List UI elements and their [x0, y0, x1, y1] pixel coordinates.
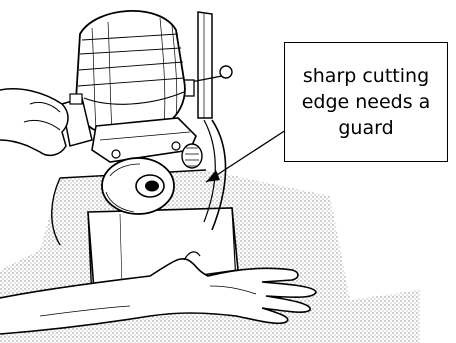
operator-hand	[0, 88, 69, 157]
callout-line-2: edge needs a	[301, 91, 431, 113]
callout-pointer	[205, 129, 287, 183]
warning-callout-box: sharp cutting edge needs a guard	[284, 42, 448, 162]
adjustment-knob	[219, 65, 233, 79]
blade-housing	[91, 117, 197, 163]
callout-line-3: guard	[338, 117, 394, 139]
blade-guide-rail	[197, 11, 213, 119]
sharpener-wheel	[181, 143, 203, 169]
callout-line-1: sharp cutting	[302, 65, 430, 87]
operator-arm	[0, 258, 317, 335]
